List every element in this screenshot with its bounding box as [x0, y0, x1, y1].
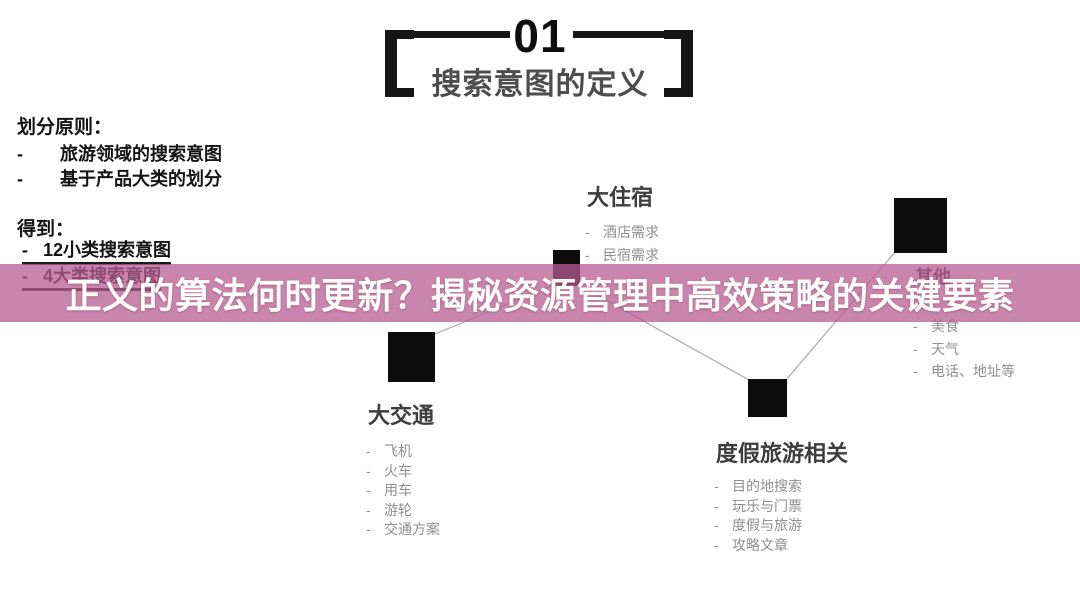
category-item-list: 目的地搜索 玩乐与门票 度假与旅游 攻略文章	[714, 477, 848, 556]
node-square-transport	[388, 332, 435, 382]
category-item: 度假与旅游	[714, 516, 848, 536]
node-square-other	[894, 198, 947, 253]
dash-bullet: -	[22, 240, 28, 260]
bracket-left-decoration	[385, 30, 414, 97]
category-item-list: 飞机 火车 用车 游轮 交通方案	[366, 442, 440, 540]
dash-bullet: -	[17, 144, 23, 164]
underlined-result: -12小类搜索意图	[22, 240, 172, 265]
category-item: 用车	[366, 481, 440, 501]
category-item-list: 酒店需求 民宿需求	[585, 221, 659, 267]
category-item: 民宿需求	[585, 244, 659, 267]
result-heading: 得到：	[17, 219, 75, 240]
category-item: 电话、地址等	[913, 360, 1015, 383]
category-item: 美食	[913, 315, 1015, 338]
category-item: 玩乐与门票	[714, 497, 848, 517]
section-number: 01	[513, 10, 567, 62]
category-transport: 大交通 飞机 火车 用车 游轮 交通方案	[366, 404, 440, 540]
category-title: 度假旅游相关	[716, 441, 849, 466]
overlay-banner-text: 正义的算法何时更新？揭秘资源管理中高效策略的关键要素	[65, 275, 1015, 316]
node-square-vacation	[748, 379, 787, 417]
category-item: 酒店需求	[585, 221, 659, 244]
category-title: 大交通	[368, 403, 435, 428]
section-title: 搜索意图的定义	[431, 68, 649, 101]
principle-item-text: 基于产品大类的划分	[60, 169, 222, 189]
principle-item-text: 旅游领域的搜索意图	[60, 144, 222, 164]
category-item: 火车	[366, 462, 440, 482]
category-item: 天气	[913, 338, 1015, 361]
category-item: 交通方案	[366, 520, 440, 540]
category-item: 飞机	[366, 442, 440, 462]
category-item: 目的地搜索	[714, 477, 848, 497]
title-rule-right	[573, 31, 672, 38]
title-rule-left	[413, 31, 510, 38]
category-title: 大住宿	[587, 185, 654, 210]
bracket-right-decoration	[664, 30, 693, 97]
category-vacation: 度假旅游相关 目的地搜索 玩乐与门票 度假与旅游 攻略文章	[714, 442, 848, 556]
category-item-list: 美食 天气 电话、地址等	[913, 315, 1015, 383]
category-item: 攻略文章	[714, 536, 848, 556]
principle-item: - 基于产品大类的划分	[17, 169, 222, 190]
overlay-banner: 正义的算法何时更新？揭秘资源管理中高效策略的关键要素	[0, 264, 1080, 322]
principle-item: - 旅游领域的搜索意图	[17, 144, 222, 165]
category-accommodation: 大住宿 酒店需求 民宿需求	[585, 186, 659, 267]
result-item-text: 12小类搜索意图	[43, 240, 172, 260]
result-item: -12小类搜索意图	[22, 240, 172, 265]
dash-bullet: -	[17, 169, 23, 189]
principles-heading: 划分原则：	[17, 117, 113, 138]
category-item: 游轮	[366, 501, 440, 521]
